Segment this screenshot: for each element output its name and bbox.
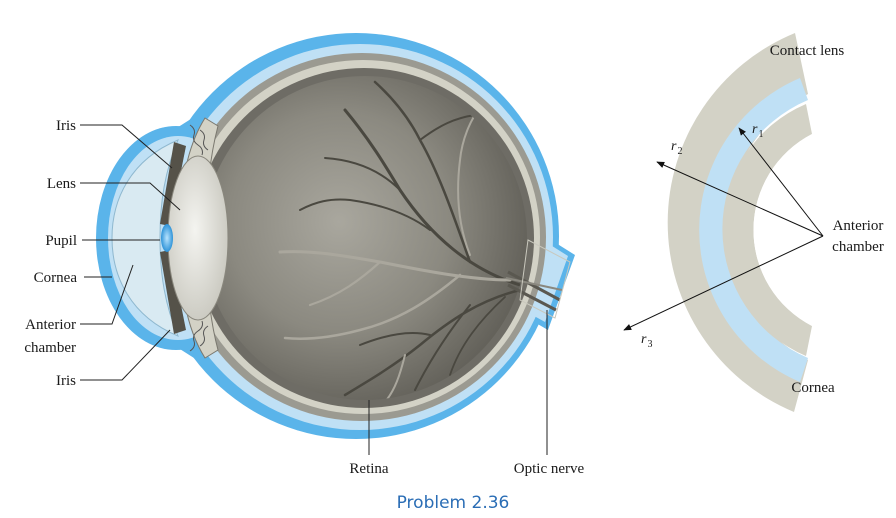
label-iris-top: Iris	[56, 118, 76, 134]
contact-lens-outer-band	[667, 33, 808, 412]
label-cornea: Cornea	[34, 270, 78, 286]
radius-arrows	[623, 127, 824, 331]
label-retina: Retina	[349, 461, 388, 477]
label-contact-lens: Contact lens	[770, 43, 845, 59]
label-pupil: Pupil	[45, 233, 77, 249]
r1-arrow	[738, 127, 824, 237]
pupil	[161, 224, 173, 252]
cornea	[111, 139, 179, 337]
detail-labels: Contact lens Anterior chamber Cornea r1 …	[641, 43, 884, 396]
eye-cross-section	[96, 33, 575, 439]
label-detail-cornea: Cornea	[791, 380, 835, 396]
label-anterior-chamber-1: Anterior	[25, 317, 76, 333]
contact-lens-detail	[667, 33, 812, 412]
eye-leader-lines	[80, 124, 548, 455]
tear-layer-band	[699, 78, 808, 382]
figure-caption: Problem 2.36	[397, 493, 510, 513]
label-detail-anterior-2: chamber	[832, 239, 884, 255]
iris	[160, 142, 186, 334]
r3-arrow	[623, 235, 824, 331]
eye-labels: Iris Lens Pupil Cornea Anterior chamber …	[24, 118, 584, 477]
retina-blood-vessels	[278, 80, 522, 400]
r2-arrow	[656, 161, 824, 237]
label-lens: Lens	[47, 176, 76, 192]
label-r2: r2	[671, 139, 682, 157]
label-r3: r3	[641, 332, 652, 350]
label-iris-bottom: Iris	[56, 373, 76, 389]
label-anterior-chamber-2: chamber	[24, 340, 76, 356]
label-optic-nerve: Optic nerve	[514, 461, 585, 477]
label-r1: r1	[752, 122, 763, 140]
crystalline-lens	[167, 155, 229, 321]
optic-nerve-fibers	[505, 239, 571, 319]
vitreous-body	[203, 76, 527, 400]
label-detail-anterior-1: Anterior	[833, 218, 884, 234]
cornea-band	[722, 104, 812, 356]
